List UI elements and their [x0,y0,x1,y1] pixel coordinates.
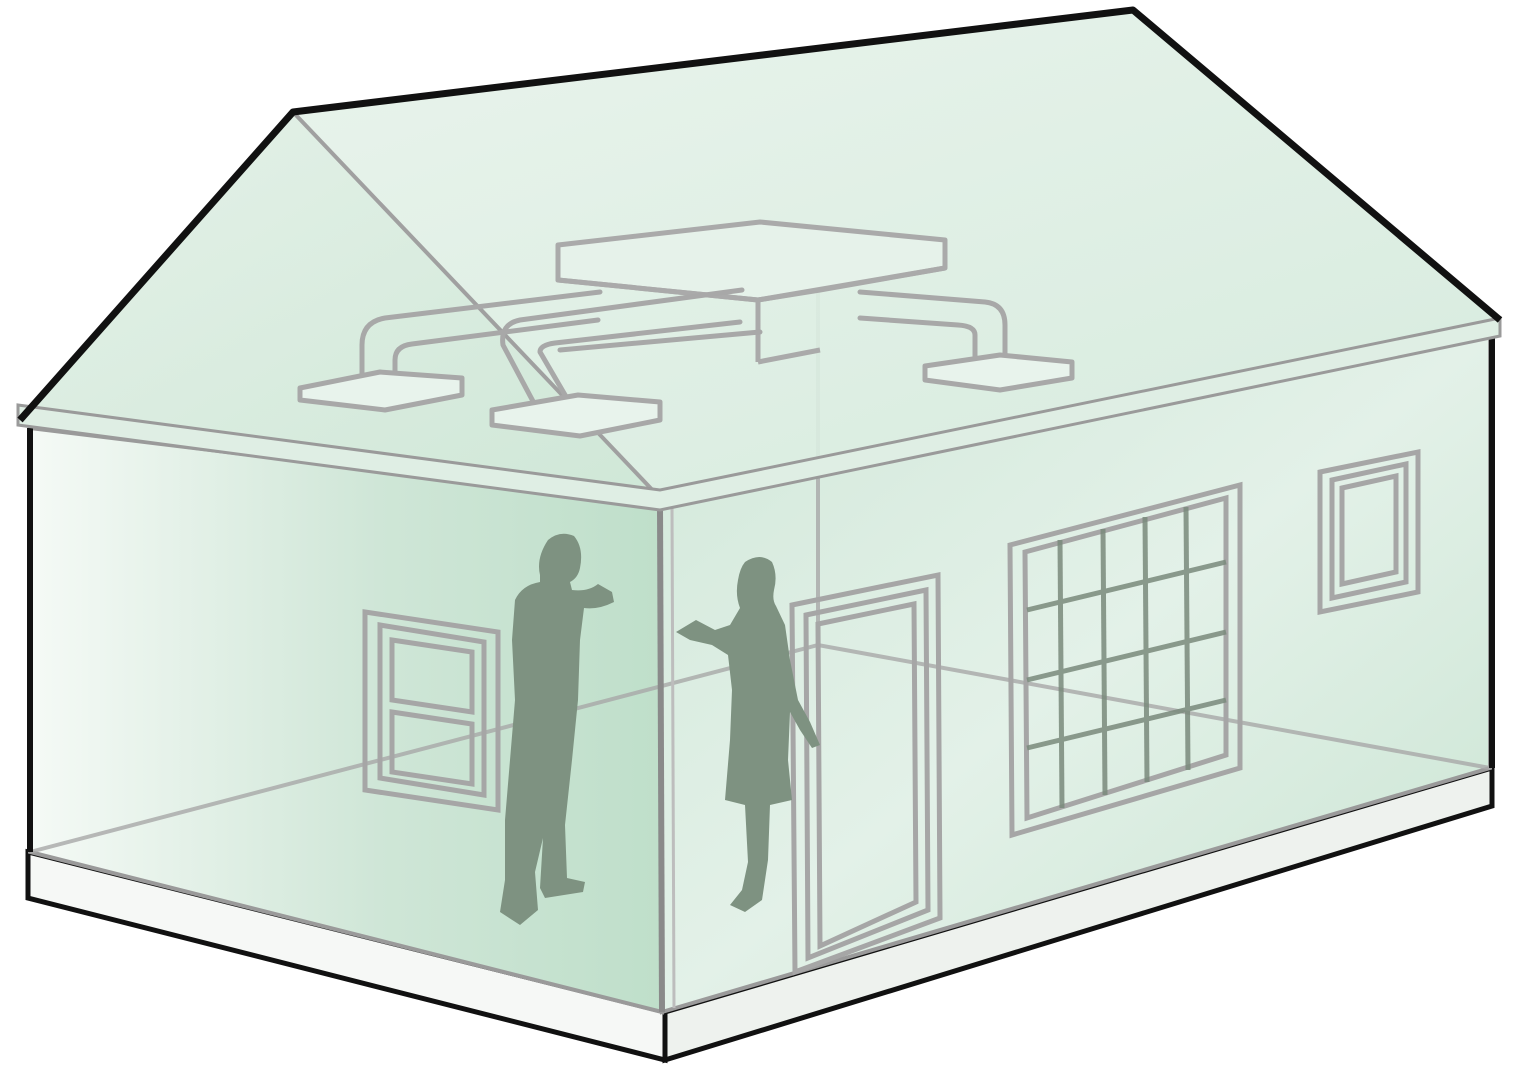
house-diagram [0,0,1513,1068]
house-illustration [0,0,1513,1068]
